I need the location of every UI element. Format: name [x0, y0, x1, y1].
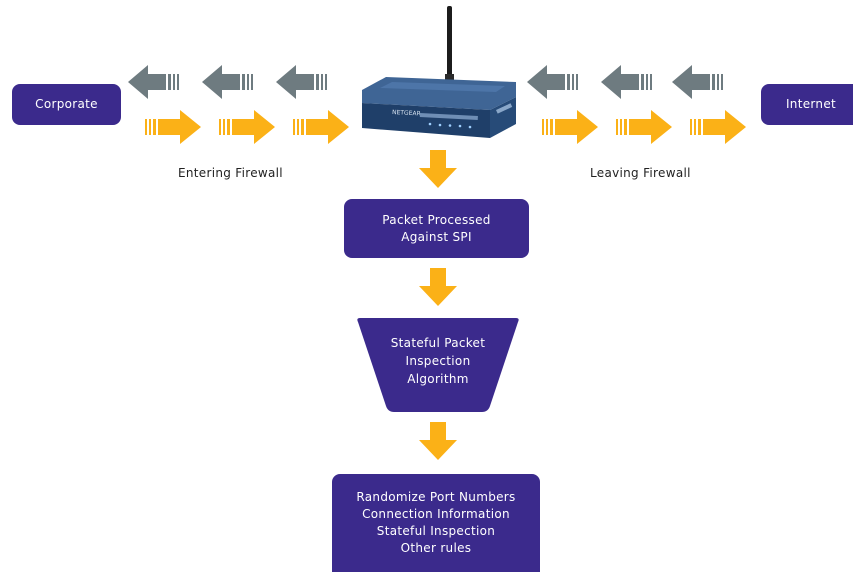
spi-algorithm-line: Algorithm	[407, 372, 469, 386]
orange-arrow-down	[419, 268, 457, 306]
orange-arrow-right	[293, 110, 349, 144]
rules-line: Randomize Port Numbers	[356, 490, 516, 504]
rules-node: Randomize Port Numbers Connection Inform…	[332, 474, 540, 572]
gray-arrow-left	[672, 65, 723, 99]
gray-arrow-left	[202, 65, 253, 99]
packet-processed-line: Against SPI	[401, 229, 472, 244]
spi-algorithm-funnel	[357, 318, 519, 412]
rules-line: Stateful Inspection	[376, 524, 496, 538]
rules-line: Connection Information	[362, 507, 510, 521]
corporate-node: Corporate	[12, 84, 121, 125]
gray-arrow-left	[601, 65, 652, 99]
router-icon: NETGEAR	[362, 6, 516, 138]
orange-arrow-right	[219, 110, 275, 144]
spi-algorithm-line: Stateful Packet	[390, 336, 486, 350]
entering-firewall-caption: Entering Firewall	[178, 166, 283, 180]
internet-node: Internet	[761, 84, 853, 125]
internet-label: Internet	[785, 97, 837, 111]
leaving-firewall-caption: Leaving Firewall	[590, 166, 691, 180]
gray-arrow-left	[276, 65, 327, 99]
orange-arrow-right	[690, 110, 746, 144]
spi-algorithm-node: Stateful Packet Inspection Algorithm	[356, 334, 520, 388]
router-brand: NETGEAR	[392, 109, 421, 117]
spi-algorithm-line: Inspection	[405, 354, 471, 368]
packet-processed-line: Packet Processed	[382, 212, 491, 227]
orange-arrow-right	[616, 110, 672, 144]
gray-arrow-left	[128, 65, 179, 99]
orange-arrow-down	[419, 422, 457, 460]
orange-arrow-right	[145, 110, 201, 144]
orange-arrow-right	[542, 110, 598, 144]
orange-arrow-down	[419, 150, 457, 188]
rules-line: Other rules	[400, 541, 472, 555]
corporate-label: Corporate	[35, 97, 98, 111]
packet-processed-node: Packet Processed Against SPI	[344, 199, 529, 258]
gray-arrow-left	[527, 65, 578, 99]
